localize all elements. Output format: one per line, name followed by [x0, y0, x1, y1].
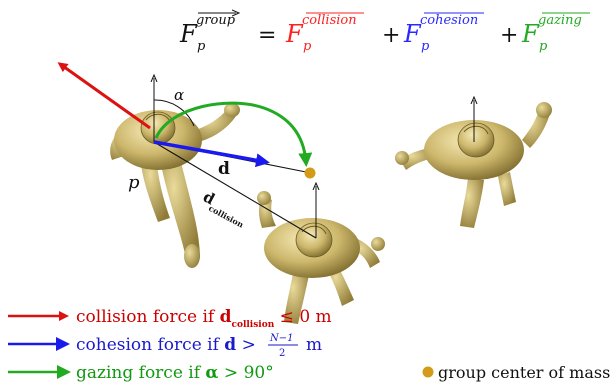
- eq-plus-2: +: [500, 23, 518, 48]
- legend-cohesion-frac-den: 2: [279, 348, 285, 359]
- legend-cohesion-frac-num: N−1: [269, 333, 294, 344]
- eq-term-cohesion-sup: cohesion: [420, 13, 478, 28]
- eq-term-collision-base: F: [285, 20, 304, 48]
- eq-term-collision-sub: p: [303, 39, 312, 54]
- legend-collision-sub: collision: [231, 320, 274, 330]
- legend-cohesion-prefix: cohesion force if: [76, 335, 224, 355]
- eq-term-cohesion-sub: p: [421, 39, 430, 54]
- legend-cohesion-text: cohesion force if d >: [76, 335, 256, 355]
- alpha-label: α: [174, 86, 184, 104]
- eq-equals: =: [258, 23, 276, 48]
- pedestrian-figure-2: [257, 191, 385, 324]
- d-collision-line: [153, 141, 317, 239]
- eq-term-collision-sup: collision: [302, 13, 357, 28]
- eq-plus-1: +: [382, 23, 400, 48]
- legend-collision-rest: ≤ 0 m: [274, 307, 331, 327]
- cohesion-force-arrow: [153, 140, 270, 168]
- d-label: d: [218, 159, 230, 179]
- force-equation: F group p = F collision p + F cohesion p…: [179, 13, 590, 54]
- eq-term-gazing-sup: gazing: [538, 13, 582, 28]
- p-label: p: [128, 172, 140, 193]
- eq-lhs-base: F: [179, 20, 198, 48]
- group-center-of-mass-dot: [304, 167, 316, 179]
- legend-cohesion-rest: >: [236, 335, 256, 355]
- legend-gazing-prefix: gazing force if: [76, 363, 205, 383]
- legend-collision-text: collision force if dcollision ≤ 0 m: [76, 307, 332, 330]
- pedestrian-figure-3: [395, 102, 552, 228]
- d-collision-sub: collision: [207, 203, 245, 230]
- legend-collision-prefix: collision force if: [76, 307, 220, 327]
- pedestrian-figure-p: [110, 103, 240, 268]
- legend-gazing-text: gazing force if α > 90°: [76, 363, 274, 383]
- legend-gazing-bold: α: [205, 363, 218, 383]
- eq-term-gazing-sub: p: [539, 39, 548, 54]
- d-collision-label: d collision: [200, 188, 245, 230]
- collision-force-arrow: [57, 62, 151, 130]
- eq-term-gazing-base: F: [521, 20, 540, 48]
- eq-lhs-sub: p: [197, 39, 206, 54]
- legend-cohesion-unit: m: [306, 335, 322, 355]
- legend: collision force if dcollision ≤ 0 m cohe…: [8, 307, 610, 383]
- legend-center-dot: [422, 366, 434, 378]
- legend-collision-bold: d: [220, 307, 232, 327]
- legend-gazing-rest: > 90°: [219, 363, 274, 383]
- legend-center-text: group center of mass: [438, 363, 610, 382]
- alpha-arc: [153, 99, 195, 127]
- legend-cohesion-bold: d: [224, 335, 236, 355]
- eq-term-cohesion-base: F: [403, 20, 422, 48]
- eq-lhs-sup: group: [196, 13, 236, 28]
- gazing-force-arc: [154, 101, 313, 167]
